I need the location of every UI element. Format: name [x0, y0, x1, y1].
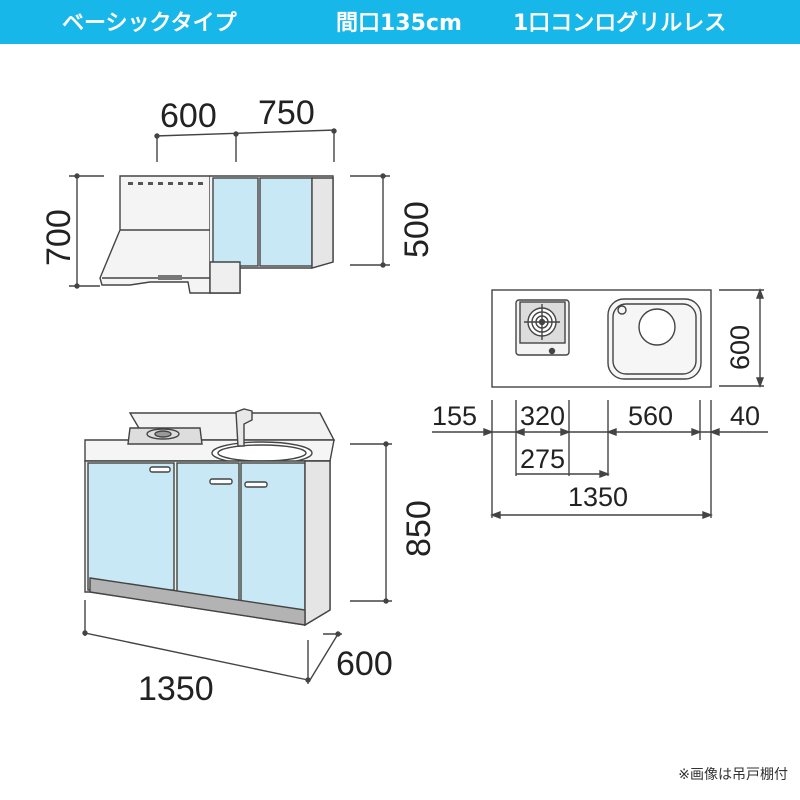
dim-top-total: 1350: [568, 482, 628, 512]
dim-right-margin: 40: [730, 401, 760, 431]
type-label: ベーシックタイプ: [62, 11, 237, 36]
wall-cabinet-door-right: [259, 177, 313, 267]
image-note: ※画像は吊戸棚付: [678, 767, 788, 783]
base-dimension-lines: [82, 441, 392, 684]
base-door-right: [240, 462, 306, 616]
dim-hood-width: 600: [160, 97, 217, 135]
door-handle: [149, 466, 171, 473]
dim-cabinet-width: 750: [258, 94, 315, 132]
wall-dimension-lines: [69, 128, 390, 289]
stove-label: 1口コンログリルレス: [513, 11, 727, 36]
dim-left-margin: 155: [432, 401, 477, 431]
dim-stove-width: 320: [520, 401, 565, 431]
base-door-middle: [176, 462, 240, 606]
hood-vents: [128, 182, 203, 185]
dim-base-height: 850: [400, 500, 438, 557]
header-bar: ベーシックタイプ 間口135cm 1口コンログリルレス: [0, 0, 800, 44]
dim-height-total: 700: [40, 209, 78, 266]
door-handle: [209, 478, 233, 485]
faucet: [235, 408, 253, 447]
dim-height-cabinet: 500: [398, 201, 436, 258]
door-handle: [244, 481, 268, 488]
width-label: 間口135cm: [336, 11, 462, 36]
base-door-left: [87, 462, 175, 591]
dim-top-depth: 600: [725, 325, 755, 370]
dim-sink-width: 560: [628, 401, 673, 431]
dim-base-depth: 600: [336, 645, 393, 683]
dim-base-width: 1350: [138, 670, 214, 708]
range-hood: [99, 175, 211, 294]
sink-drain: [638, 308, 676, 346]
top-dimension-lines: [432, 288, 768, 520]
countertop-outline: [491, 289, 712, 388]
dim-stove-to-sink: 275: [520, 444, 565, 474]
hood-control-panel: [158, 275, 182, 280]
base-cabinet-drawing: [84, 408, 336, 627]
plinth: [89, 577, 306, 626]
wall-cabinet-door-left: [212, 177, 259, 267]
top-view-drawing: [491, 289, 712, 388]
wall-cabinet-drawing: [99, 175, 334, 294]
